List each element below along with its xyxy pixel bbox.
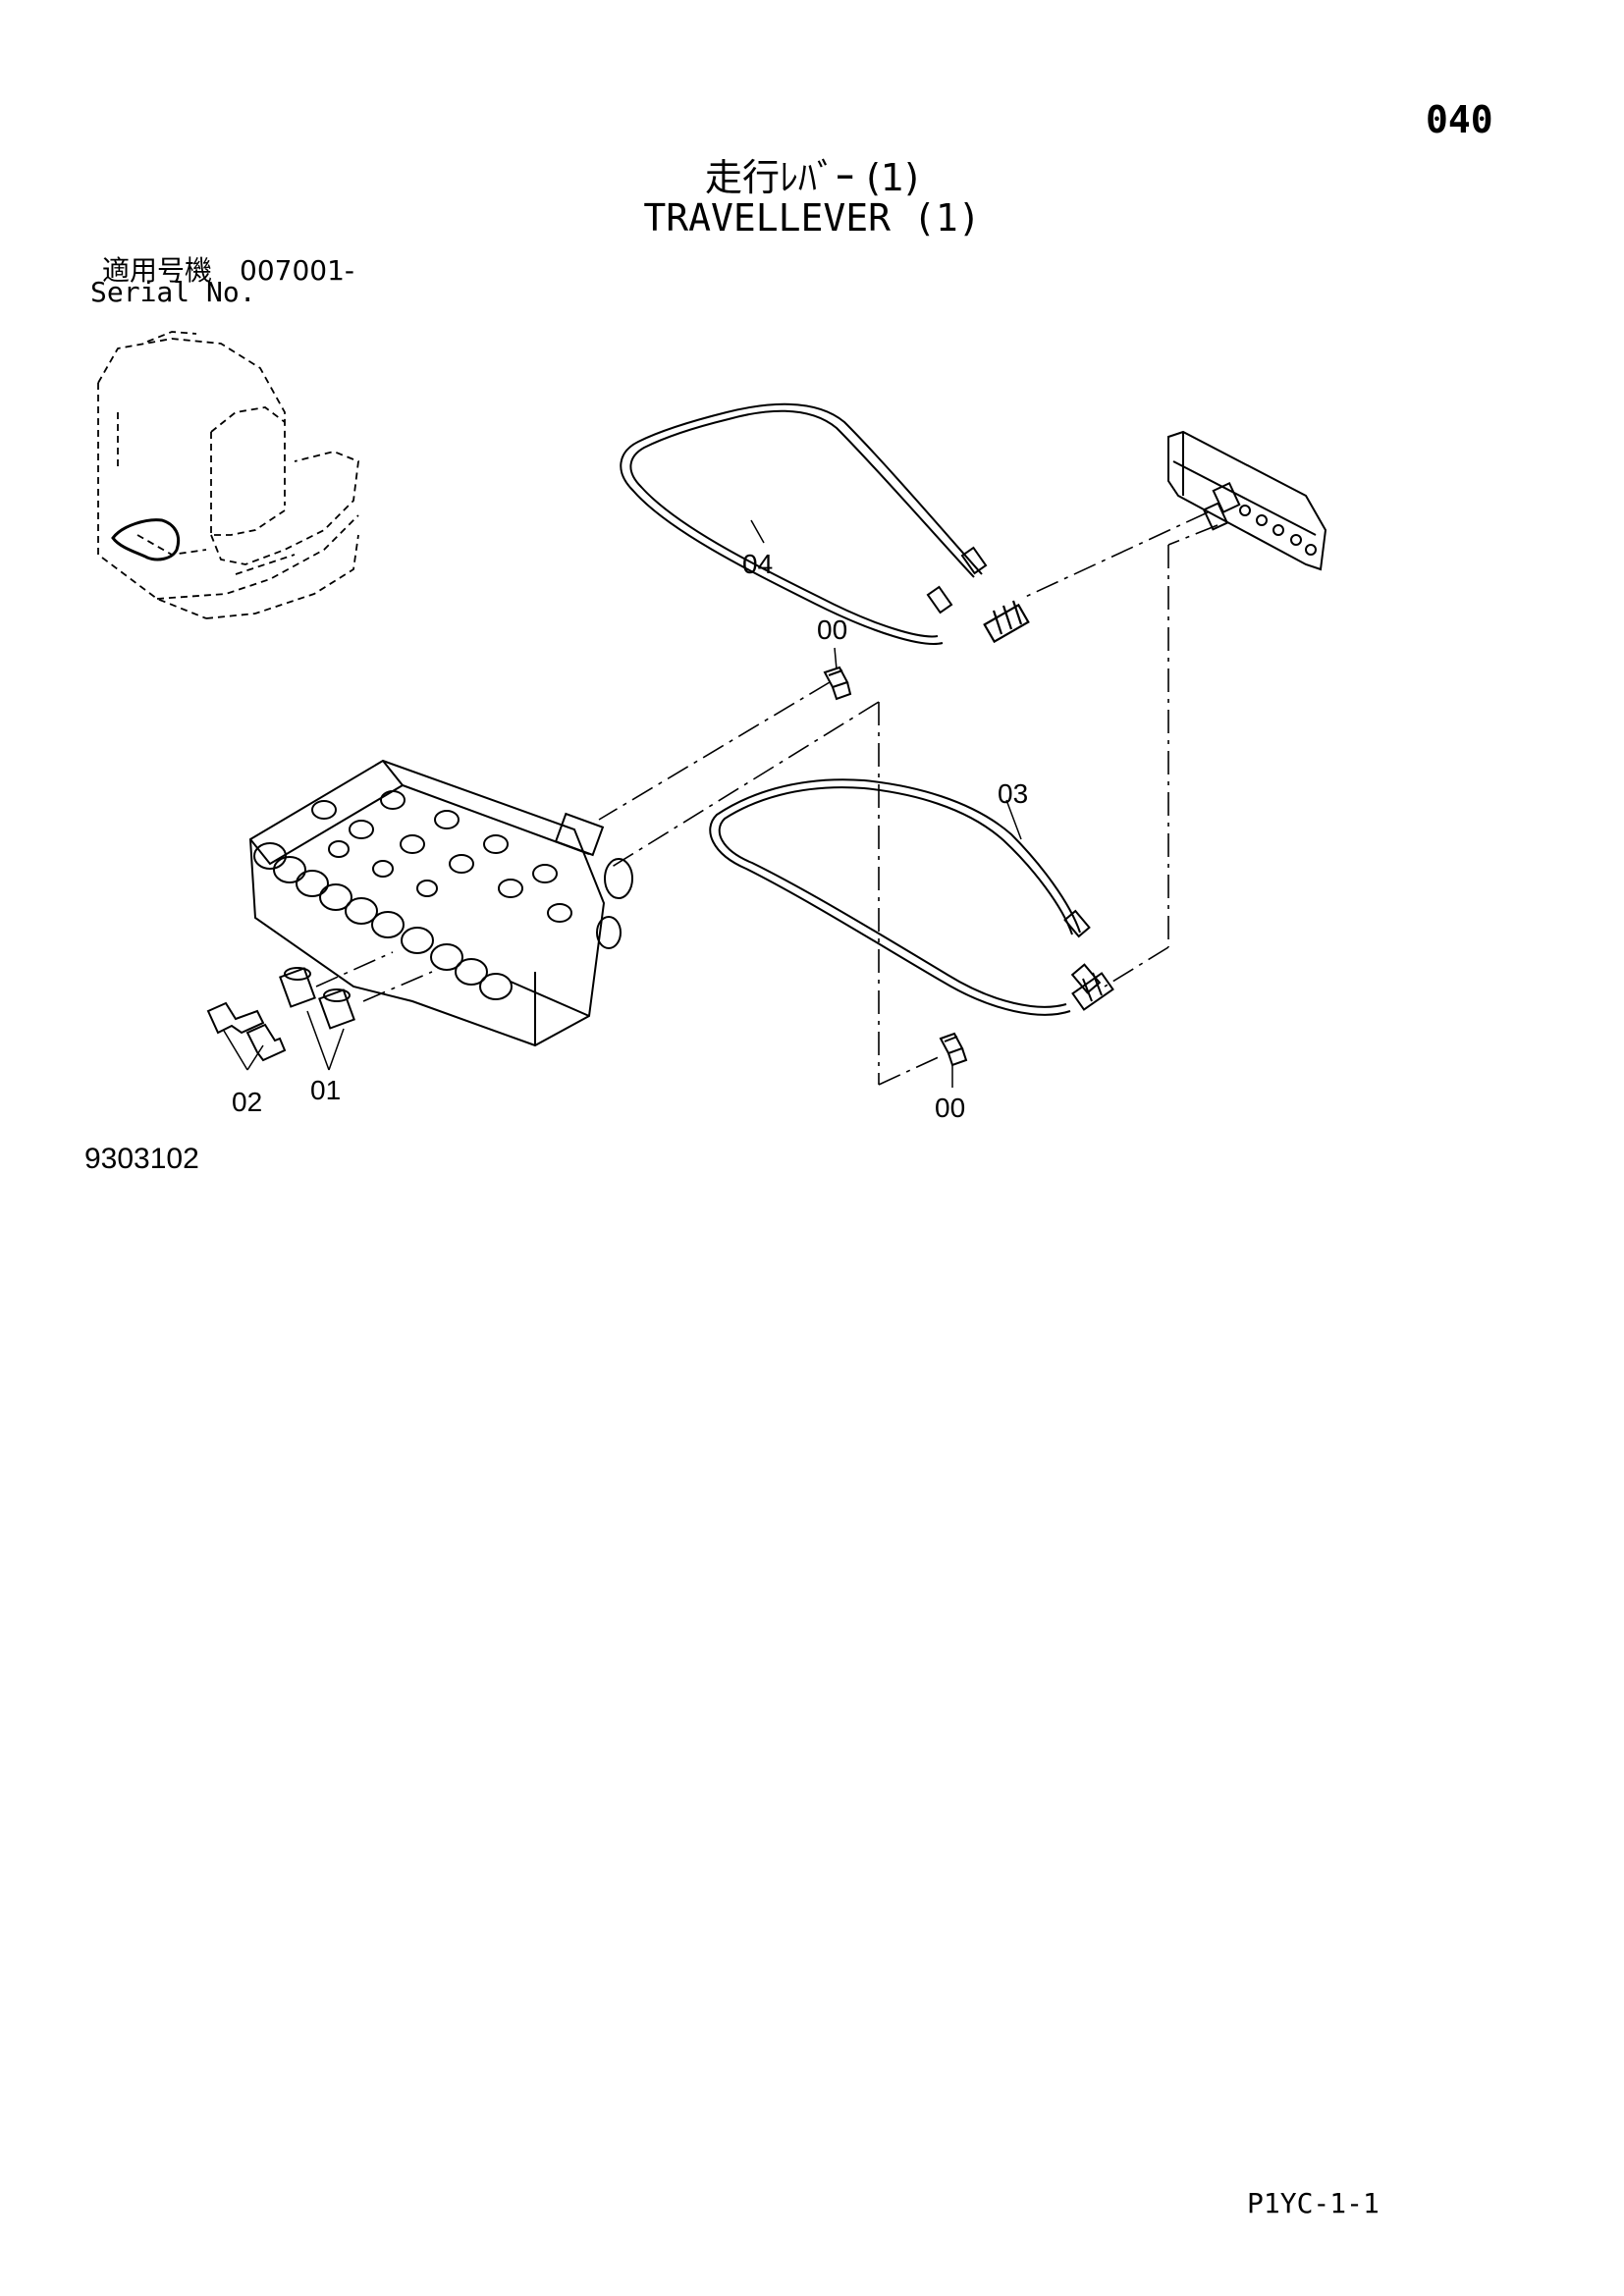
callout-03: 03 bbox=[998, 778, 1028, 809]
callout-leaders bbox=[223, 519, 1022, 1088]
valve-ports bbox=[311, 790, 572, 923]
parts-diagram: 04 00 03 01 02 00 bbox=[97, 331, 1327, 1123]
travel-lever-highlight-icon bbox=[111, 518, 181, 561]
valve-spools bbox=[253, 842, 513, 1000]
adapter-00-lower bbox=[939, 1032, 968, 1067]
callout-labels: 04 00 03 01 02 00 bbox=[232, 549, 1028, 1123]
callout-00-upper: 00 bbox=[817, 614, 847, 645]
page-number: 040 bbox=[1426, 98, 1493, 141]
callout-00-lower: 00 bbox=[935, 1093, 965, 1123]
installation-guide-lines bbox=[315, 511, 1218, 1086]
excavator-cab-locator bbox=[97, 331, 359, 619]
hose-03-connector bbox=[1071, 972, 1114, 1011]
hose-04-connector bbox=[983, 600, 1030, 644]
hose-04-fitting-left bbox=[926, 546, 988, 614]
hose-04 bbox=[620, 402, 983, 645]
fitting-01 bbox=[279, 967, 355, 1030]
elbow-02 bbox=[206, 1001, 287, 1062]
serial-number-label: Serial No. bbox=[90, 276, 256, 308]
callout-04: 04 bbox=[742, 549, 773, 579]
callout-02: 02 bbox=[232, 1087, 262, 1117]
control-valve bbox=[248, 759, 633, 1047]
serial-applicability-japanese: 適用号機 007001- bbox=[102, 254, 354, 287]
lever-bracket bbox=[1167, 430, 1327, 571]
figure-id: 9303102 bbox=[84, 1143, 199, 1175]
page-code: P1YC-1-1 bbox=[1247, 2187, 1380, 2219]
hose-03 bbox=[709, 778, 1081, 1016]
adapter-00-upper bbox=[823, 666, 852, 701]
title-japanese: 走行ﾚﾊﾞｰ (1) bbox=[705, 156, 919, 199]
callout-01: 01 bbox=[310, 1075, 341, 1105]
hose-03-fittings bbox=[1063, 909, 1102, 994]
title-english: TRAVELLEVER (1) bbox=[643, 196, 981, 240]
